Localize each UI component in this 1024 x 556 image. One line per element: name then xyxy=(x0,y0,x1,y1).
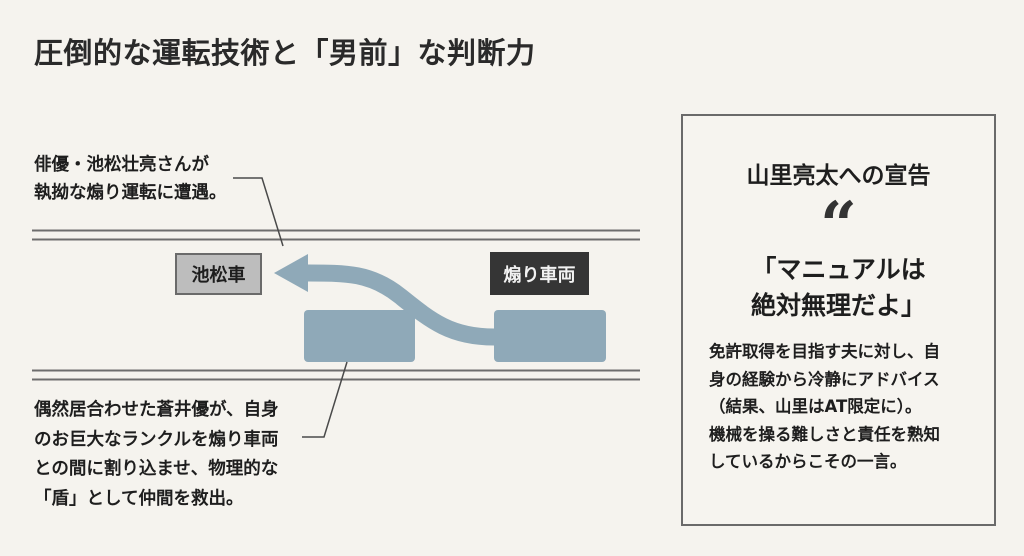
body-line: 免許取得を目指す夫に対し、自 xyxy=(709,342,940,361)
tailgating-car-label: 煽り車両 xyxy=(490,252,589,295)
callout-text-rescue: 偶然居合わせた蒼井優が、自身 のお巨大なランクルを煽り車両 との間に割り込ませ、… xyxy=(34,396,279,514)
callout-line: 俳優・池松壮亮さんが xyxy=(34,155,209,175)
body-line: （結果、山里はAT限定に）。 xyxy=(709,397,922,416)
quote-card-body: 免許取得を目指す夫に対し、自 身の経験から冷静にアドバイス （結果、山里はAT限… xyxy=(709,338,979,476)
cut-in-arrow-icon xyxy=(274,254,495,346)
body-line: しているからこその一言。 xyxy=(709,452,907,471)
body-line: 機械を操る難しさと責任を熟知 xyxy=(709,424,940,444)
quote-mark-icon: “ xyxy=(820,188,857,263)
body-line: 身の経験から冷静にアドバイス xyxy=(709,369,940,389)
ikematsu-car-label: 池松車 xyxy=(175,253,262,295)
quote-line: 絶対無理だよ」 xyxy=(750,291,926,320)
callout-line: のお巨大なランクルを煽り車両 xyxy=(34,429,279,450)
road-edge-top xyxy=(32,229,640,241)
callout-text-encounter: 俳優・池松壮亮さんが 執拗な煽り運転に遭遇。 xyxy=(34,151,227,207)
callout-line: 偶然居合わせた蒼井優が、自身 xyxy=(34,400,279,420)
quote-line: 「マニュアルは xyxy=(751,255,926,284)
callout-line: 執拗な煽り運転に遭遇。 xyxy=(34,183,227,203)
callout-line: との間に割り込ませ、物理的な xyxy=(34,459,279,479)
callout-line: 「盾」として仲間を救出。 xyxy=(34,488,244,509)
land-cruiser-car xyxy=(304,310,415,362)
tailgating-car xyxy=(494,310,606,362)
callout-line-top xyxy=(233,177,284,247)
callout-line-bottom xyxy=(302,361,348,438)
road-edge-bottom xyxy=(32,369,640,381)
quote-card-title: 山里亮太への宣告 xyxy=(746,163,931,189)
quote-card: 山里亮太への宣告 “ 「マニュアルは 絶対無理だよ」 免許取得を目指す夫に対し、… xyxy=(681,114,996,526)
page-title: 圧倒的な運転技術と「男前」な判断力 xyxy=(34,36,536,70)
quote-text: 「マニュアルは 絶対無理だよ」 xyxy=(683,252,994,324)
